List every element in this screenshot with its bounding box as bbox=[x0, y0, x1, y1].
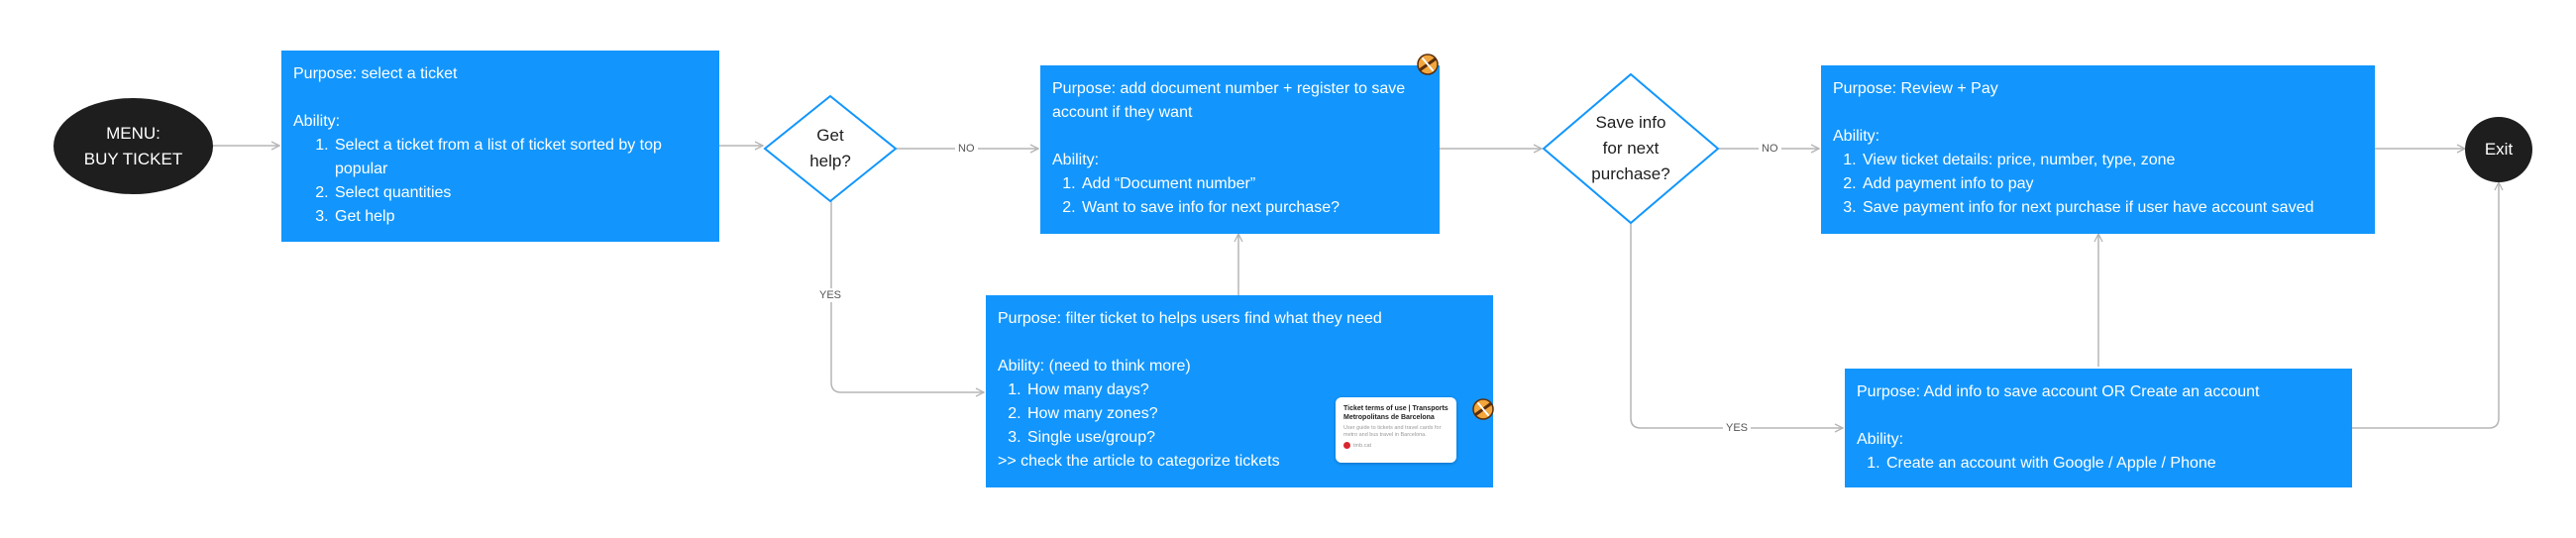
filter-ability: Ability: (need to think more) bbox=[998, 358, 1191, 375]
start-line2: BUY TICKET bbox=[83, 149, 183, 168]
edge-label-no: NO bbox=[1759, 142, 1781, 156]
document-ability: Ability: bbox=[1052, 152, 1100, 168]
help-line2: help? bbox=[809, 152, 851, 170]
account-ability: Ability: bbox=[1857, 431, 1904, 448]
start-node[interactable]: MENU: BUY TICKET bbox=[54, 98, 213, 194]
document-ability-list: Add “Document number” Want to save info … bbox=[1052, 172, 1428, 220]
filter-ability-list: How many days? How many zones? Single us… bbox=[998, 378, 1481, 450]
list-item: Select quantities bbox=[333, 181, 707, 205]
edge-save-yes bbox=[1630, 224, 1843, 428]
start-line1: MENU: bbox=[106, 123, 161, 143]
article-source-label: tmb.cat bbox=[1353, 442, 1372, 449]
list-item: Select a ticket from a list of ticket so… bbox=[333, 134, 707, 181]
list-item: View ticket details: price, number, type… bbox=[1861, 149, 2363, 172]
exit-node[interactable]: Exit bbox=[2465, 117, 2532, 182]
list-item: Want to save info for next purchase? bbox=[1080, 196, 1428, 220]
select-ability: Ability: bbox=[293, 113, 341, 130]
list-item: Add payment info to pay bbox=[1861, 172, 2363, 196]
step-filter-ticket[interactable]: Purpose: filter ticket to helps users fi… bbox=[986, 295, 1493, 487]
step-create-account[interactable]: Purpose: Add info to save account OR Cre… bbox=[1845, 369, 2352, 487]
list-item: How many zones? bbox=[1025, 402, 1481, 426]
article-link-card[interactable]: Ticket terms of use | Transports Metropo… bbox=[1336, 397, 1456, 463]
decision-help[interactable]: Get help? bbox=[783, 117, 878, 180]
save-line1: Save info bbox=[1595, 113, 1666, 132]
article-title: Ticket terms of use | Transports Metropo… bbox=[1343, 405, 1449, 421]
edge-account-to-exit bbox=[2352, 182, 2499, 429]
edge-help-yes bbox=[830, 198, 984, 392]
sticker-icon[interactable] bbox=[1415, 52, 1441, 77]
review-purpose: Purpose: Review + Pay bbox=[1833, 80, 1998, 97]
exit-label: Exit bbox=[2484, 140, 2514, 159]
decision-help-shape bbox=[763, 94, 898, 203]
step-select-ticket[interactable]: Purpose: select a ticket Ability: Select… bbox=[281, 51, 719, 242]
step-review-pay[interactable]: Purpose: Review + Pay Ability: View tick… bbox=[1821, 65, 2375, 234]
save-line3: purchase? bbox=[1591, 164, 1670, 183]
save-line2: for next bbox=[1602, 139, 1660, 158]
review-ability: Ability: bbox=[1833, 128, 1880, 145]
edge-label-yes: YES bbox=[1723, 421, 1752, 435]
decision-save-shape bbox=[1542, 72, 1720, 225]
decision-save-info[interactable]: Save info for next purchase? bbox=[1571, 109, 1690, 188]
list-item: Single use/group? bbox=[1025, 426, 1481, 450]
list-item: Create an account with Google / Apple / … bbox=[1884, 452, 2340, 476]
list-item: How many days? bbox=[1025, 378, 1481, 402]
article-source: tmb.cat bbox=[1343, 442, 1449, 449]
edge-label-yes: YES bbox=[816, 288, 845, 302]
account-ability-list: Create an account with Google / Apple / … bbox=[1857, 452, 2340, 476]
help-line1: Get bbox=[816, 126, 844, 145]
list-item: Save payment info for next purchase if u… bbox=[1861, 196, 2363, 220]
review-ability-list: View ticket details: price, number, type… bbox=[1833, 149, 2363, 220]
select-ability-list: Select a ticket from a list of ticket so… bbox=[293, 134, 707, 229]
sticker-icon[interactable] bbox=[1470, 396, 1496, 422]
document-purpose-line1: Purpose: add document number + register … bbox=[1052, 80, 1406, 97]
select-purpose: Purpose: select a ticket bbox=[293, 65, 458, 82]
article-description: User guide to tickets and travel cards f… bbox=[1343, 425, 1442, 438]
account-purpose: Purpose: Add info to save account OR Cre… bbox=[1857, 383, 2260, 400]
document-purpose-line2: account if they want bbox=[1052, 104, 1193, 121]
edge-label-no: NO bbox=[955, 142, 978, 156]
site-logo-icon bbox=[1343, 442, 1350, 449]
filter-purpose: Purpose: filter ticket to helps users fi… bbox=[998, 310, 1382, 327]
list-item: Add “Document number” bbox=[1080, 172, 1428, 196]
list-item: Get help bbox=[333, 205, 707, 229]
filter-note: >> check the article to categorize ticke… bbox=[998, 453, 1280, 470]
step-document-number[interactable]: Purpose: add document number + register … bbox=[1040, 65, 1440, 234]
